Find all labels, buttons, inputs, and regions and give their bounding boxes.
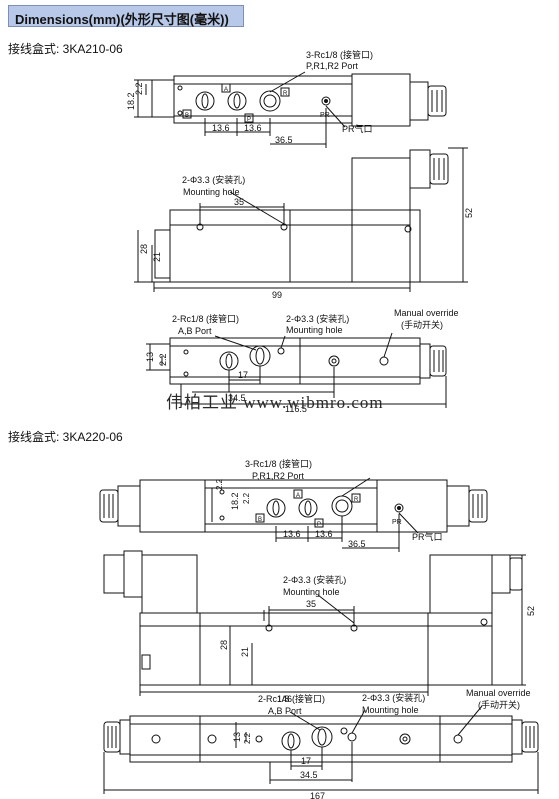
- left-solenoid-box: [141, 554, 198, 614]
- m2-bottom-dim-17: 17: [301, 756, 311, 766]
- m2-top-dim-13-6-a: 13.6: [283, 529, 301, 539]
- m1-bottom-dim-2-2: 2.2: [158, 353, 168, 366]
- m2-letter-p: P: [317, 522, 321, 528]
- m1-hole-note-2: Mounting hole: [183, 187, 240, 197]
- solenoid-housing: [351, 73, 411, 127]
- m1-side-dim-28: 28: [139, 244, 149, 254]
- m2-top-dim-2-2-a: 2.2: [215, 478, 224, 490]
- solenoid-box: [351, 157, 411, 211]
- m2-side-dim-28: 28: [219, 640, 229, 650]
- m2-bottom-dim-34-5: 34.5: [300, 770, 318, 780]
- m1-letter-b: B: [185, 113, 189, 119]
- m2-ab-note-1: 2-Rc1/8 (接管口): [258, 693, 325, 704]
- m1-top-dim-36-5: 36.5: [275, 135, 293, 145]
- m1-letter-p: P: [247, 117, 251, 123]
- m1-manual-note-1: Manual override: [394, 308, 459, 318]
- title-bar: Dimensions(mm)(外形尺寸图(毫米)): [8, 5, 244, 27]
- connector-plug: [427, 85, 447, 117]
- m2-letter-r: R: [354, 497, 359, 503]
- m2-bottom-hole-note-2: Mounting hole: [362, 705, 419, 715]
- side-body-2: [139, 612, 493, 686]
- left-connector: [123, 550, 143, 598]
- m2-manual-note-1: Manual override: [466, 688, 531, 698]
- m1-bottom-dim-17: 17: [238, 370, 248, 380]
- m1-letter-a: A: [224, 87, 228, 93]
- m1-top-dim-13-6-b: 13.6: [244, 123, 262, 133]
- m2-top-dim-18-2: 18.2: [230, 492, 240, 510]
- m1-top-dim-2-2: 2.2: [134, 82, 144, 95]
- model-1-side-view: [134, 147, 468, 292]
- right-solenoid-box: [429, 554, 493, 614]
- model-2-label: 接线盒式: 3KA220-06: [8, 430, 123, 444]
- watermark: 伟柏工业 www.wibmro.com: [166, 393, 384, 412]
- m2-bottom-hole-note-1: 2-Φ3.3 (安装孔): [362, 692, 425, 703]
- model-2-bottom-view: [103, 705, 539, 794]
- connector-box: [409, 149, 431, 189]
- m1-side-dim-21: 21: [152, 252, 162, 262]
- m1-bottom-hole-note-1: 2-Φ3.3 (安装孔): [286, 313, 349, 324]
- page-title: Dimensions(mm)(外形尺寸图(毫米)): [15, 12, 229, 27]
- m1-port-note-2: P,R1,R2 Port: [306, 61, 358, 71]
- m2-side-dim-35: 35: [306, 599, 316, 609]
- m1-side-dim-35: 35: [234, 197, 244, 207]
- port-a-bottom: [219, 351, 239, 371]
- m2-letter-b: B: [258, 517, 262, 523]
- m1-manual-note-2: (手动开关): [401, 319, 443, 330]
- port-b-circle: [195, 91, 215, 111]
- m1-hole-note-1: 2-Φ3.3 (安装孔): [182, 174, 245, 185]
- m1-bottom-dim-116-5: 116.5: [285, 404, 307, 414]
- m2-letter-a: A: [296, 493, 300, 499]
- port-a-circle: [227, 91, 247, 111]
- model-1-top-view: [134, 71, 447, 148]
- m1-ab-note-2: A,B Port: [178, 326, 212, 336]
- m1-side-dim-99: 99: [272, 290, 282, 300]
- model-1-bottom-view: [146, 332, 447, 408]
- manual-override-button: [328, 355, 340, 367]
- m2-bottom-dim-13: 13: [232, 732, 242, 742]
- m2-side-dim-146: 146: [277, 694, 292, 704]
- m2-top-dim-36-5: 36.5: [348, 539, 366, 549]
- right-solenoid-housing: [376, 479, 448, 533]
- m2-hole-note-2: Mounting hole: [283, 587, 340, 597]
- end-cap: [151, 79, 175, 118]
- right-coil-box: [446, 485, 470, 527]
- m1-side-dim-52: 52: [464, 208, 474, 218]
- m2-hole-note-1: 2-Φ3.3 (安装孔): [283, 574, 346, 585]
- model-2-side-view: [103, 550, 526, 696]
- m1-top-dim-18-2: 18.2: [126, 92, 136, 110]
- m2-bottom-dim-167: 167: [310, 791, 325, 799]
- pr-port: [321, 96, 331, 106]
- model-2-top-view: [99, 477, 488, 552]
- m2-bottom-dim-2-2: 2.2: [243, 732, 252, 744]
- m2-top-dim-13-6-b: 13.6: [315, 529, 333, 539]
- m2-pr-label: PR: [392, 519, 402, 526]
- m2-top-dim-2-2-b: 2.2: [242, 492, 251, 504]
- m1-pr-note: PR气口: [342, 123, 373, 134]
- m2-ab-note-2: A,B Port: [268, 706, 302, 716]
- m1-letter-r: R: [283, 91, 288, 97]
- m1-pr-label: PR: [320, 112, 330, 119]
- m2-manual-note-2: (手动开关): [478, 699, 520, 710]
- port-b-slot: [201, 93, 209, 109]
- port-r-circle: [259, 90, 281, 112]
- m1-bottom-dim-34-5: 34.5: [228, 393, 246, 403]
- m2-port-note-2: P,R1,R2 Port: [252, 471, 304, 481]
- coil-box: [409, 81, 429, 121]
- m1-bottom-hole-note-2: Mounting hole: [286, 325, 343, 335]
- m1-bottom-dim-13: 13: [145, 352, 155, 362]
- m2-side-dim-52: 52: [526, 606, 536, 616]
- m2-side-dim-21: 21: [240, 647, 250, 657]
- left-solenoid-housing: [139, 479, 206, 533]
- m2-port-note-1: 3-Rc1/8 (接管口): [245, 458, 312, 469]
- m1-ab-note-1: 2-Rc1/8 (接管口): [172, 313, 239, 324]
- m2-pr-note: PR气口: [412, 531, 443, 542]
- model-1-label: 接线盒式: 3KA210-06: [8, 42, 123, 56]
- left-coil-box: [117, 485, 141, 527]
- m1-top-dim-13-6-a: 13.6: [212, 123, 230, 133]
- m1-port-note-1: 3-Rc1/8 (接管口): [306, 49, 373, 60]
